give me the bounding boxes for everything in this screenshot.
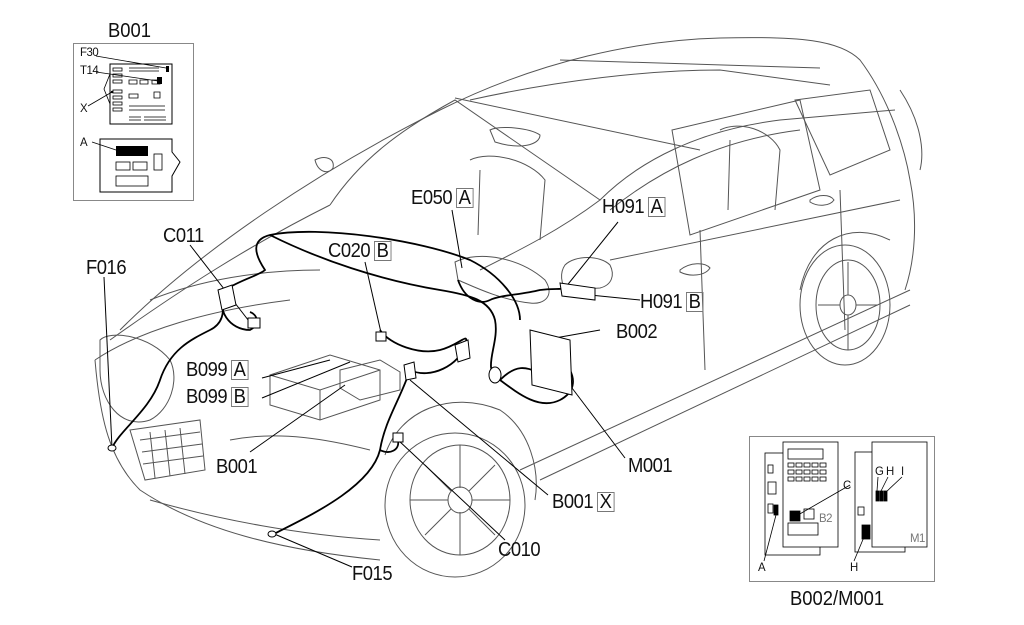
grommet-front bbox=[454, 339, 471, 363]
label-g: G bbox=[875, 464, 884, 478]
grommet-c011 bbox=[217, 284, 237, 311]
callout-c010: C010 bbox=[498, 539, 541, 561]
label-a: A bbox=[80, 135, 88, 149]
grommet-m001 bbox=[488, 366, 502, 384]
car-body-outline bbox=[94, 37, 923, 578]
label-a: A bbox=[758, 560, 766, 574]
label-i: I bbox=[901, 464, 904, 478]
leader-b099a bbox=[261, 359, 331, 379]
leader-b099b bbox=[261, 361, 351, 399]
tag-box: B bbox=[685, 292, 704, 312]
leader-c010 bbox=[397, 439, 506, 541]
inset-b001-title: B001 bbox=[108, 20, 151, 42]
label-t14: T14 bbox=[80, 63, 99, 77]
tag-box: B bbox=[230, 387, 249, 407]
components bbox=[107, 282, 596, 538]
callout-f015: F015 bbox=[352, 563, 393, 585]
tag-box: X bbox=[596, 492, 615, 512]
tag-box: A bbox=[647, 197, 666, 217]
label-b2: B2 bbox=[819, 511, 833, 525]
leader-m001 bbox=[571, 387, 626, 459]
ground-f015 bbox=[267, 530, 277, 538]
tag-box: B bbox=[373, 241, 392, 261]
inset-b002-m001: A C B2 G H I H M1 bbox=[749, 436, 935, 582]
leader-f016 bbox=[103, 276, 113, 449]
callout-m001: M001 bbox=[628, 455, 673, 477]
b002-board bbox=[782, 441, 839, 548]
label-m1: M1 bbox=[910, 531, 925, 545]
wiring-harness bbox=[111, 230, 574, 536]
connector-c011 bbox=[247, 317, 261, 329]
callout-b001: B001 bbox=[216, 456, 258, 478]
label-x: X bbox=[80, 101, 88, 115]
leader-e050 bbox=[451, 209, 463, 269]
leader-b001x bbox=[409, 379, 549, 496]
relay-t14 bbox=[157, 77, 162, 84]
connector-b002-c bbox=[789, 510, 801, 522]
connector-m001-i bbox=[883, 490, 888, 502]
callout-b002: B002 bbox=[616, 321, 658, 343]
grommet-b001x bbox=[403, 361, 417, 381]
module-drawing bbox=[763, 441, 928, 562]
connector-a bbox=[116, 146, 148, 156]
connector-b002-a bbox=[773, 504, 779, 516]
tag-box: A bbox=[455, 188, 474, 208]
leader-f015 bbox=[271, 532, 353, 568]
inset-b001: F30 T14 X A bbox=[73, 43, 194, 201]
callout-f016: F016 bbox=[86, 257, 127, 279]
label-f30: F30 bbox=[80, 45, 99, 59]
connector-c010 bbox=[392, 432, 404, 443]
leader-b002 bbox=[554, 329, 601, 339]
connector-m001-h-top bbox=[879, 490, 884, 502]
leader-lines bbox=[103, 209, 641, 568]
leader-c020 bbox=[364, 261, 383, 338]
ground-f016 bbox=[107, 444, 117, 452]
module-b002 bbox=[529, 329, 573, 396]
leader-h091a bbox=[564, 221, 619, 289]
connector-c020 bbox=[375, 331, 387, 342]
fuse-box-drawing bbox=[87, 55, 181, 193]
leader-c011 bbox=[189, 244, 253, 326]
module-h091 bbox=[559, 282, 596, 301]
leader-h091b bbox=[589, 294, 641, 301]
label-c: C bbox=[843, 478, 851, 492]
fuse-panel bbox=[109, 63, 173, 125]
callout-c011: C011 bbox=[163, 225, 204, 247]
inset-b002-m001-title: B002/M001 bbox=[790, 588, 885, 610]
label-h-bottom: H bbox=[850, 560, 858, 574]
connector-m001-h bbox=[861, 524, 871, 540]
leader-b001 bbox=[249, 384, 346, 453]
tag-box: A bbox=[230, 360, 249, 380]
label-h-top: H bbox=[886, 464, 894, 478]
fuse-f30 bbox=[166, 66, 169, 72]
connector-m001-g bbox=[875, 490, 880, 502]
